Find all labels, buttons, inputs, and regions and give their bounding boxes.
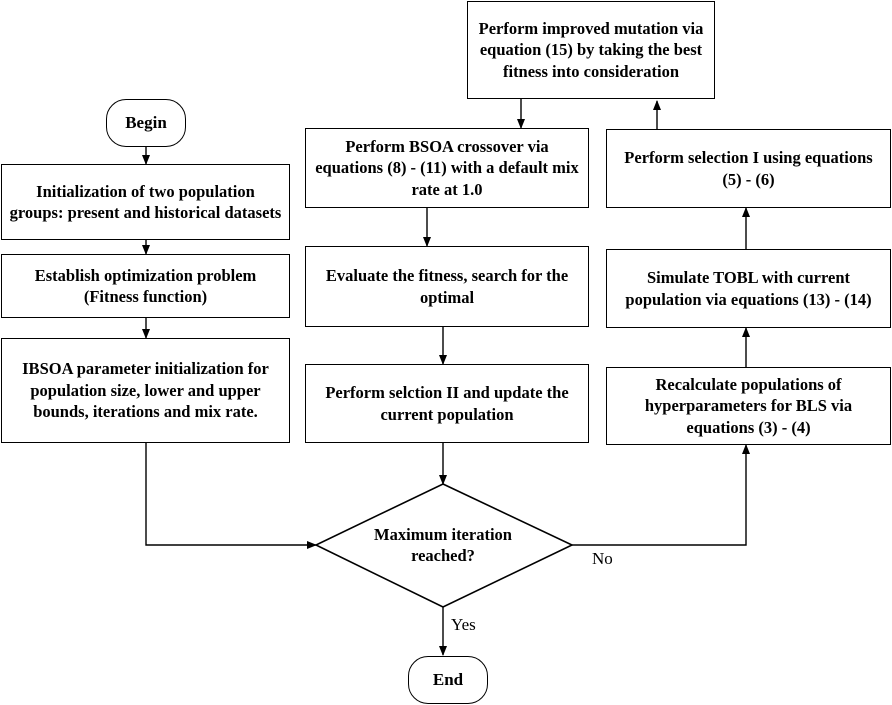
selection-ii-box: Perform selction II and update the curre… [305, 364, 589, 443]
decision-label: Maximum iteration reached? [374, 524, 512, 565]
tobl-box: Simulate TOBL with current population vi… [606, 249, 891, 328]
establish-problem-box: Establish optimization problem (Fitness … [1, 254, 290, 318]
end-terminal: End [408, 656, 488, 704]
yes-label: Yes [451, 615, 476, 634]
mutation-box: Perform improved mutation via equation (… [467, 1, 715, 99]
arrow-decision-to-recalculate [572, 444, 750, 546]
init-groups-box: Initialization of two population groups:… [1, 164, 290, 240]
arrow-param-to-decision [145, 443, 317, 549]
recalculate-box: Recalculate populations of hyperparamete… [606, 367, 891, 445]
no-label: No [592, 549, 613, 568]
begin-terminal: Begin [106, 99, 186, 147]
evaluate-box: Evaluate the fitness, search for the opt… [305, 246, 589, 327]
param-init-box: IBSOA parameter initialization for popul… [1, 338, 290, 443]
selection-i-box: Perform selection I using equations (5) … [606, 129, 891, 208]
crossover-box: Perform BSOA crossover via equations (8)… [305, 128, 589, 208]
decision-diamond [314, 483, 574, 608]
